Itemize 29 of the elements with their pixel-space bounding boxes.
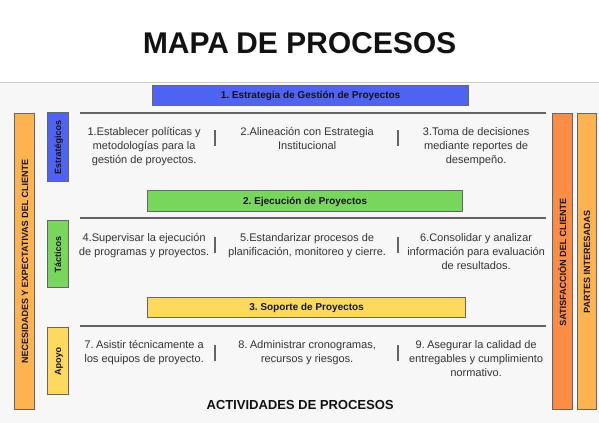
side-band — [577, 113, 597, 410]
activity-text: 5.Estandarizar procesos de planificación, monitoreo y cierre. — [227, 231, 387, 259]
footer-heading: ACTIVIDADES DE PROCESOS — [205, 398, 395, 412]
bar-title: 1. Estrategia de Gestión de Proyectos — [220, 90, 400, 101]
vertical-label: Tácticos — [53, 236, 63, 272]
vertical-label: Estratégicos — [53, 120, 63, 174]
activity-text: 1.Establecer políticas y metodologías para la gestión de proyectos. — [86, 125, 202, 167]
activity-text: 8. Administrar cronogramas, recursos y riesgos. — [237, 338, 377, 366]
process-header-bar — [147, 297, 466, 318]
activity-text: 7. Asistir técnicamente a los equipos de proyecto. — [83, 338, 205, 366]
activity-text: 6.Consolidar y analizar información para evaluación de resultados. — [406, 231, 546, 273]
vertical-label: NECESIDADES Y EXPECTATIVAS DEL CLIENTE — [20, 159, 30, 364]
diagram-title: MAPA DE PROCESOS — [142, 26, 458, 62]
process-header-bar — [147, 190, 463, 212]
vertical-label: PARTES INTERESADAS — [582, 210, 592, 313]
side-band — [14, 113, 35, 410]
bar-title: 3. Soporte de Proyectos — [249, 302, 364, 313]
side-band — [552, 113, 573, 410]
activity-text: 2.Alineación con Estrategia Institucional — [239, 125, 375, 153]
level-tag — [47, 112, 69, 182]
vertical-label: Apoyo — [53, 347, 63, 375]
activity-text: 4.Supervisar la ejecución de programas y proyectos. — [78, 231, 210, 259]
level-tag — [47, 220, 69, 288]
activity-text: 3.Toma de decisiones mediante reportes de desempeño. — [422, 125, 530, 167]
bar-title: 2. Ejecución de Proyectos — [243, 196, 367, 206]
activity-text: 9. Asegurar la calidad de entregables y cumplimiento normativo. — [408, 338, 544, 380]
vertical-label: SATISFACCIÓN DEL CLIENTE — [558, 198, 568, 326]
process-header-bar — [152, 85, 469, 106]
level-tag — [47, 327, 69, 395]
